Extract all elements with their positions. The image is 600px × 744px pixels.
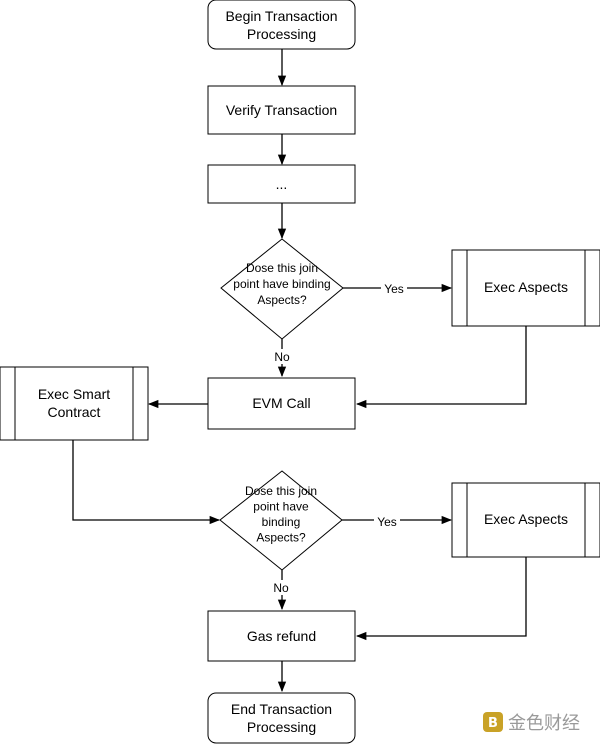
node-ellipsis: ... <box>207 164 356 204</box>
edge-contract-to-decision2 <box>72 440 221 525</box>
node-label: EVM Call <box>252 395 310 411</box>
node-verify-transaction: Verify Transaction <box>207 85 356 135</box>
watermark-logo-icon: B <box>483 712 503 732</box>
edge-aspects1-to-evm <box>355 326 527 409</box>
edge-label-text: No <box>273 581 289 595</box>
edge-label-no-2: No <box>270 580 292 595</box>
svg-text:B: B <box>488 716 498 731</box>
node-label: Verify Transaction <box>226 102 337 118</box>
edge-label-yes-2: Yes <box>374 514 400 529</box>
node-label: Gas refund <box>247 628 316 644</box>
edge-aspects2-to-gas <box>355 557 527 641</box>
watermark-text: 金色财经 <box>508 713 580 734</box>
node-label: Exec Aspects <box>484 279 568 295</box>
watermark: B 金色财经 <box>483 712 580 734</box>
node-label: ... <box>276 176 288 192</box>
edge-label-text: No <box>274 350 290 364</box>
edge-label-yes-1: Yes <box>381 281 407 296</box>
edge-label-text: Yes <box>377 515 397 529</box>
node-label: Exec Aspects <box>484 511 568 527</box>
node-evm-call: EVM Call <box>207 377 356 430</box>
edge-label-text: Yes <box>384 282 404 296</box>
process-exec-aspects-1: Exec Aspects <box>451 249 600 327</box>
node-gas-refund: Gas refund <box>207 610 356 662</box>
process-exec-aspects-2: Exec Aspects <box>451 482 600 558</box>
edge-label-no-1: No <box>271 349 293 364</box>
